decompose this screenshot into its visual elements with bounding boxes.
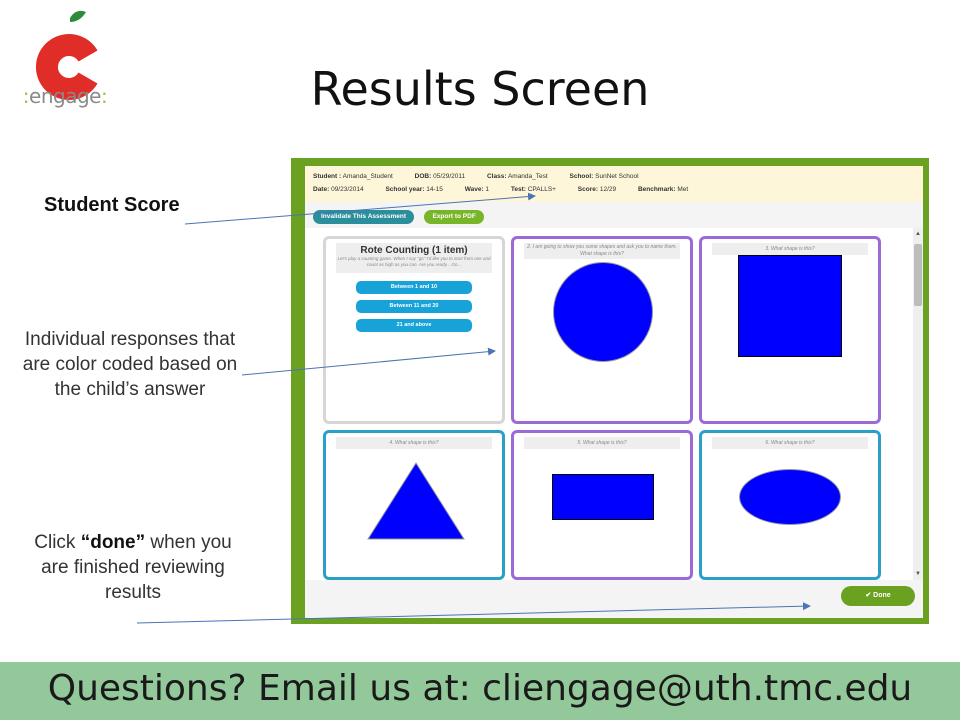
triangle-shape — [367, 462, 465, 540]
results-footer: ✔ Done — [305, 580, 923, 618]
rote-counting-title: Rote Counting (1 item) — [360, 245, 468, 256]
card-q6-oval[interactable]: 6. What shape is this? — [699, 430, 881, 580]
scroll-up-arrow-icon[interactable]: ▲ — [915, 231, 921, 237]
student-class: Amanda_Test — [507, 173, 548, 180]
annotation-click-done: Click “done” when you are finished revie… — [34, 532, 232, 603]
q6-prompt: 6. What shape is this? — [712, 437, 868, 449]
annotation-student-score: Student Score — [44, 194, 180, 216]
scroll-down-arrow-icon[interactable]: ▼ — [915, 571, 921, 577]
cliengage-logo — [35, 10, 98, 100]
option-between-1-10[interactable]: Between 1 and 10 — [356, 281, 472, 294]
card-rote-counting[interactable]: Rote Counting (1 item) Let's play a coun… — [323, 236, 505, 424]
done-button[interactable]: ✔ Done — [841, 586, 915, 606]
student-score-value: 12/29 — [599, 186, 617, 193]
rectangle-shape — [552, 474, 654, 520]
contact-email-text: Questions? Email us at: cliengage@uth.tm… — [47, 668, 913, 709]
q4-prompt: 4. What shape is this? — [336, 437, 492, 449]
q5-prompt: 5. What shape is this? — [524, 437, 680, 449]
invalidate-assessment-button[interactable]: Invalidate This Assessment — [313, 210, 415, 224]
school-year: 14-15 — [426, 186, 443, 193]
content-scrollbar[interactable]: ▲ ▼ — [913, 228, 923, 580]
student-school: SunNet School — [595, 173, 639, 180]
test-name: CPALLS+ — [527, 186, 556, 193]
student-dob: 05/29/2011 — [433, 173, 466, 180]
scroll-thumb[interactable] — [914, 244, 922, 306]
logo-wordmark: :engage: — [22, 84, 108, 108]
option-between-11-20[interactable]: Between 11 and 20 — [356, 300, 472, 313]
contact-bar: Questions? Email us at: cliengage@uth.tm… — [0, 662, 960, 720]
assessment-date: 09/23/2014 — [331, 186, 364, 193]
response-cards-area: Rote Counting (1 item) Let's play a coun… — [305, 228, 913, 580]
circle-shape — [553, 262, 653, 362]
student-info-panel: Student : Amanda_Student DOB: 05/29/2011… — [305, 166, 923, 202]
annotation-individual-responses: Individual responses that are color code… — [22, 329, 238, 400]
student-name: Amanda_Student — [342, 173, 393, 180]
results-screenshot: Student : Amanda_Student DOB: 05/29/2011… — [291, 158, 929, 624]
oval-shape — [739, 469, 841, 525]
card-q3-square[interactable]: 3. What shape is this? — [699, 236, 881, 424]
results-app: Student : Amanda_Student DOB: 05/29/2011… — [305, 166, 923, 618]
square-shape — [738, 255, 842, 357]
export-pdf-button[interactable]: Export to PDF — [424, 210, 484, 224]
card-q5-rectangle[interactable]: 5. What shape is this? — [511, 430, 693, 580]
q3-prompt: 3. What shape is this? — [712, 243, 868, 255]
wave: 1 — [485, 186, 490, 193]
card-q4-triangle[interactable]: 4. What shape is this? — [323, 430, 505, 580]
card-q2-circle[interactable]: 2. I am going to show you some shapes an… — [511, 236, 693, 424]
slide-title: Results Screen — [310, 62, 650, 116]
benchmark-value: Met — [677, 186, 689, 193]
rote-counting-prompt: Let's play a counting game. When I say "… — [337, 256, 491, 267]
option-21-above[interactable]: 21 and above — [356, 319, 472, 332]
results-toolbar: Invalidate This Assessment Export to PDF — [305, 202, 923, 224]
q2-prompt: 2. I am going to show you some shapes an… — [524, 243, 680, 259]
